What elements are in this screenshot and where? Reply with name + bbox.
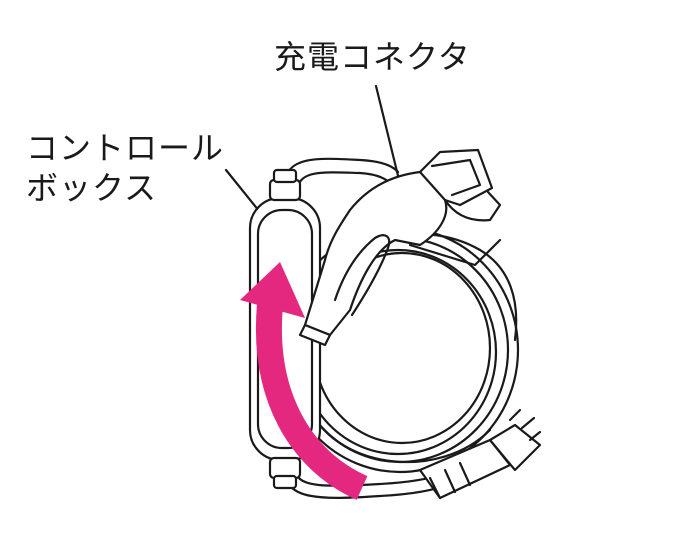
control-box-label-line1: コントロール — [26, 129, 225, 167]
control-box-label-line2: ボックス — [26, 169, 158, 207]
connector-label: 充電コネクタ — [274, 38, 471, 76]
charging-connector — [298, 148, 502, 347]
cable-top-loop — [283, 157, 400, 190]
connector-leader-line — [374, 84, 404, 194]
rotation-arrow — [240, 262, 368, 500]
power-plug — [418, 408, 542, 500]
